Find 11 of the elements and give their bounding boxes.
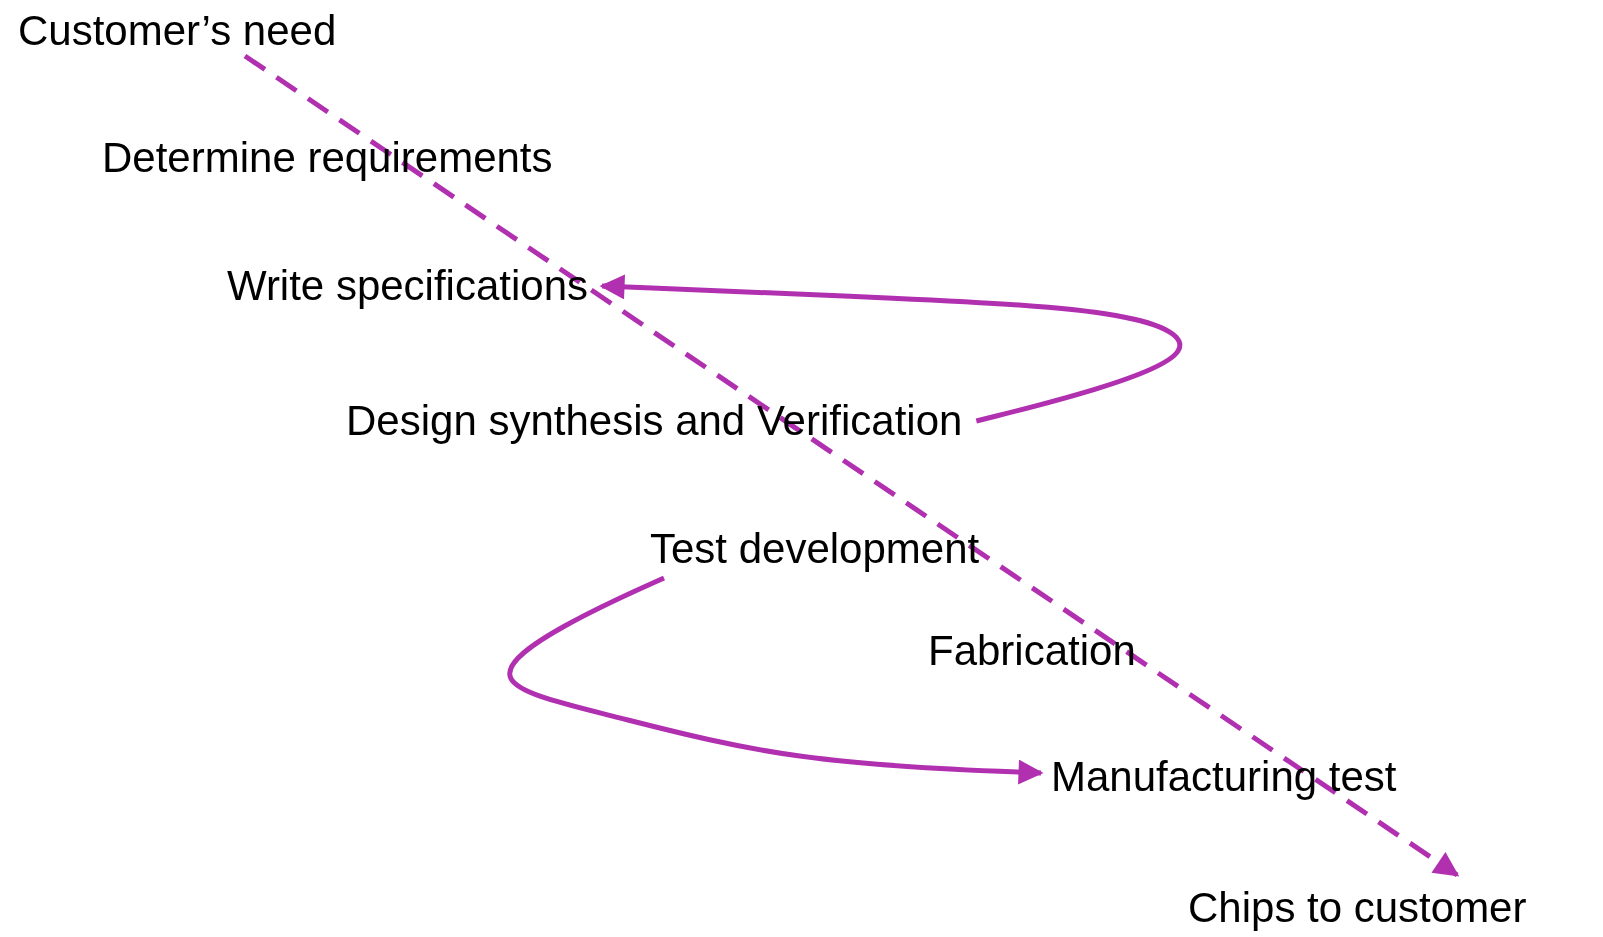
step-label: Fabrication [928,626,1136,676]
step-label: Manufacturing test [1051,752,1397,802]
step-label: Customer’s need [18,6,337,56]
step-label: Chips to customer [1188,883,1527,933]
step-label: Determine requirements [102,133,553,183]
arrow [243,53,1460,878]
arrow [507,575,1044,785]
step-label: Design synthesis and Verification [346,396,963,446]
arrow [599,274,1183,424]
step-label: Test development [650,524,980,574]
step-label: Write specifications [227,261,589,311]
